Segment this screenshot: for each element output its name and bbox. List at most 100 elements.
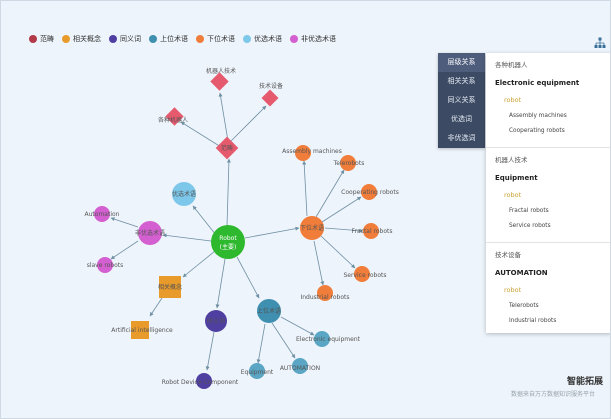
legend-dot xyxy=(62,35,70,43)
legend-label: 上位术语 xyxy=(160,35,188,43)
legend-dot xyxy=(29,35,37,43)
node-label: AUTOMATION xyxy=(280,365,320,372)
node-label: Electronic equipment xyxy=(296,336,361,343)
legend-dot xyxy=(243,35,251,43)
node-shape xyxy=(159,276,181,298)
tab-preferred[interactable]: 优选词 xyxy=(451,115,472,123)
edge xyxy=(215,258,226,309)
legend-item-category[interactable]: 范畴 xyxy=(29,34,54,44)
node-category-hub[interactable]: 范畴 xyxy=(215,136,239,160)
node-synonym-hub[interactable]: 同义词 xyxy=(205,310,227,332)
node-related-hub[interactable]: 相关概念 xyxy=(158,276,182,298)
node-label: 下位术语 xyxy=(300,224,324,232)
tab-non-preferred[interactable]: 非优选词 xyxy=(447,134,476,142)
node-narrower-2[interactable]: Telerobots xyxy=(333,155,365,171)
legend-label: 优选术语 xyxy=(254,35,282,43)
hierarchy-tree-icon[interactable] xyxy=(594,37,606,49)
node-shape xyxy=(317,285,333,301)
node-shape xyxy=(354,266,370,282)
node-label: 相关概念 xyxy=(158,283,182,291)
node-label: 机器人技术 xyxy=(206,67,236,75)
node-narrower-5[interactable]: Service robots xyxy=(343,266,387,282)
hierarchy-header: 各种机器人 xyxy=(495,61,528,69)
node-broader-3[interactable]: Equipment xyxy=(241,363,274,379)
edge xyxy=(324,227,364,233)
tab-related[interactable]: 相关关系 xyxy=(447,77,476,85)
hierarchy-child[interactable]: Fractal robots xyxy=(509,208,549,214)
node-shape xyxy=(97,257,113,273)
legend-item-preferred[interactable]: 优选术语 xyxy=(243,34,282,44)
node-broader-1[interactable]: Electronic equipment xyxy=(296,331,361,347)
node-broader-2[interactable]: AUTOMATION xyxy=(280,358,320,374)
hierarchy-header: 机器人技术 xyxy=(495,156,528,164)
legend-label: 相关概念 xyxy=(73,35,101,43)
node-label: Telerobots xyxy=(333,160,365,167)
legend-label: 同义词 xyxy=(120,35,141,43)
node-label: Assembly machines xyxy=(282,148,342,155)
node-non-preferred-2[interactable]: slave robots xyxy=(87,257,124,273)
hierarchy-parent[interactable]: AUTOMATION xyxy=(495,269,548,277)
hierarchy-child[interactable]: Telerobots xyxy=(509,303,539,309)
node-shape xyxy=(172,182,196,206)
graph-edges xyxy=(110,92,364,371)
node-narrower-1[interactable]: Assembly machines xyxy=(282,145,342,161)
edge xyxy=(313,240,325,286)
node-label: 范畴 xyxy=(221,144,233,152)
node-narrower-3[interactable]: Cooperating robots xyxy=(341,184,399,200)
legend-label: 范畴 xyxy=(40,35,54,43)
node-related-1[interactable]: Artificial intelligence xyxy=(111,321,173,339)
edge xyxy=(271,322,296,359)
edge xyxy=(230,105,267,142)
relation-tabs: 层级关系 相关关系 同义关系 优选词 非优选词 xyxy=(438,53,485,148)
hierarchy-parent[interactable]: Equipment xyxy=(495,174,538,182)
node-shape xyxy=(363,223,379,239)
tab-hierarchy[interactable]: 层级关系 xyxy=(438,53,485,72)
legend-dot xyxy=(109,35,117,43)
legend-item-synonym[interactable]: 同义词 xyxy=(109,34,141,44)
legend-item-broader[interactable]: 上位术语 xyxy=(149,34,188,44)
hierarchy-child[interactable]: Industrial robots xyxy=(509,318,557,324)
legend-label: 下位术语 xyxy=(207,35,235,43)
footer-title: 智能拓展 xyxy=(567,377,604,387)
node-narrower-4[interactable]: Fractal robots xyxy=(351,223,393,239)
node-preferred-term[interactable]: 优选术语 xyxy=(172,182,196,206)
edge xyxy=(226,158,231,227)
node-narrower-6[interactable]: Industrial robots xyxy=(300,285,350,301)
hierarchy-self: robot xyxy=(504,96,522,104)
node-robot-center[interactable]: Robot (主要) xyxy=(211,225,245,259)
node-category-1[interactable]: 机器人技术 xyxy=(206,67,236,91)
node-label: Service robots xyxy=(343,272,386,279)
node-broader-hub[interactable]: 上位术语 xyxy=(257,299,281,323)
hierarchy-child[interactable]: Cooperating robots xyxy=(509,128,565,134)
node-category-2[interactable]: 技术设备 xyxy=(259,82,283,107)
node-category-3[interactable]: 各种机器人 xyxy=(158,107,188,126)
edge xyxy=(256,323,266,364)
legend-item-related[interactable]: 相关概念 xyxy=(62,34,101,44)
edge xyxy=(110,217,139,228)
node-label: 各种机器人 xyxy=(158,116,188,124)
node-non-preferred-hub[interactable]: 非优选术语 xyxy=(135,221,165,245)
node-label: 非优选术语 xyxy=(135,229,165,237)
edge xyxy=(149,297,163,317)
node-label: Industrial robots xyxy=(300,294,349,301)
legend-item-narrower[interactable]: 下位术语 xyxy=(196,34,235,44)
node-narrower-hub[interactable]: 下位术语 xyxy=(300,216,324,240)
node-shape xyxy=(205,310,227,332)
node-shape xyxy=(210,72,229,91)
node-shape xyxy=(300,216,324,240)
node-synonym-1[interactable]: Robot Device Component xyxy=(162,373,239,389)
node-shape xyxy=(361,184,377,200)
edge xyxy=(302,160,308,217)
legend-dot xyxy=(149,35,157,43)
hierarchy-parent[interactable]: Electronic equipment xyxy=(495,79,580,87)
node-non-preferred-1[interactable]: Automation xyxy=(85,206,120,222)
node-shape xyxy=(211,225,245,259)
node-label: Cooperating robots xyxy=(341,189,399,196)
hierarchy-section: 各种机器人 Electronic equipment robot Assembl… xyxy=(486,53,610,148)
legend-item-non-preferred[interactable]: 非优选术语 xyxy=(290,34,336,44)
tab-synonym[interactable]: 同义关系 xyxy=(447,96,476,104)
node-label: Robot Device Component xyxy=(162,379,239,386)
hierarchy-section: 技术设备 AUTOMATION robot Telerobots Industr… xyxy=(486,243,610,337)
hierarchy-child[interactable]: Assembly machines xyxy=(509,113,567,119)
hierarchy-child[interactable]: Service robots xyxy=(509,223,551,229)
